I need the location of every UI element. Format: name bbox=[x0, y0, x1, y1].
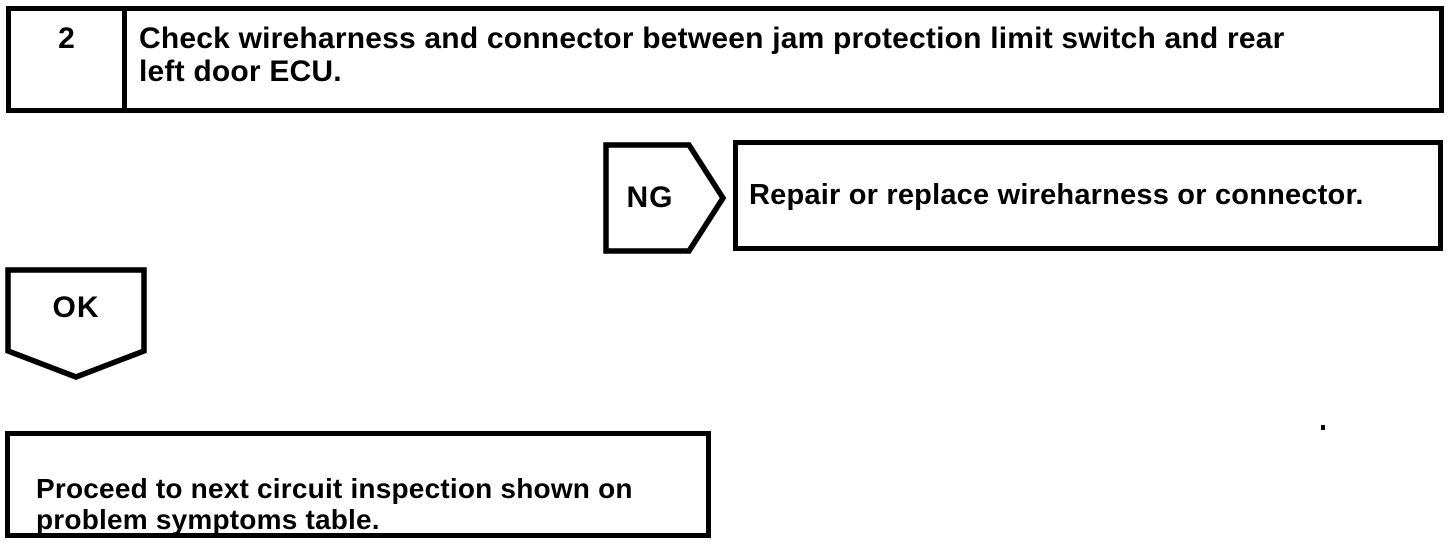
ok-action-text: Proceed to next circuit inspection shown… bbox=[36, 473, 633, 535]
ng-action-text: Repair or replace wireharness or connect… bbox=[749, 179, 1364, 211]
ng-action-box: Repair or replace wireharness or connect… bbox=[733, 140, 1443, 251]
step-instruction: Check wireharness and connector between … bbox=[139, 22, 1285, 88]
ok-pentagon-icon bbox=[5, 267, 147, 380]
scan-artifact-dot bbox=[1321, 425, 1325, 430]
ng-pentagon-icon bbox=[603, 142, 727, 254]
step-box: 2 Check wireharness and connector betwee… bbox=[6, 6, 1444, 113]
ok-label: OK bbox=[52, 291, 100, 324]
ok-action-box: Proceed to next circuit inspection shown… bbox=[5, 431, 711, 538]
step-number: 2 bbox=[11, 11, 127, 108]
ng-label: NG bbox=[626, 181, 674, 214]
